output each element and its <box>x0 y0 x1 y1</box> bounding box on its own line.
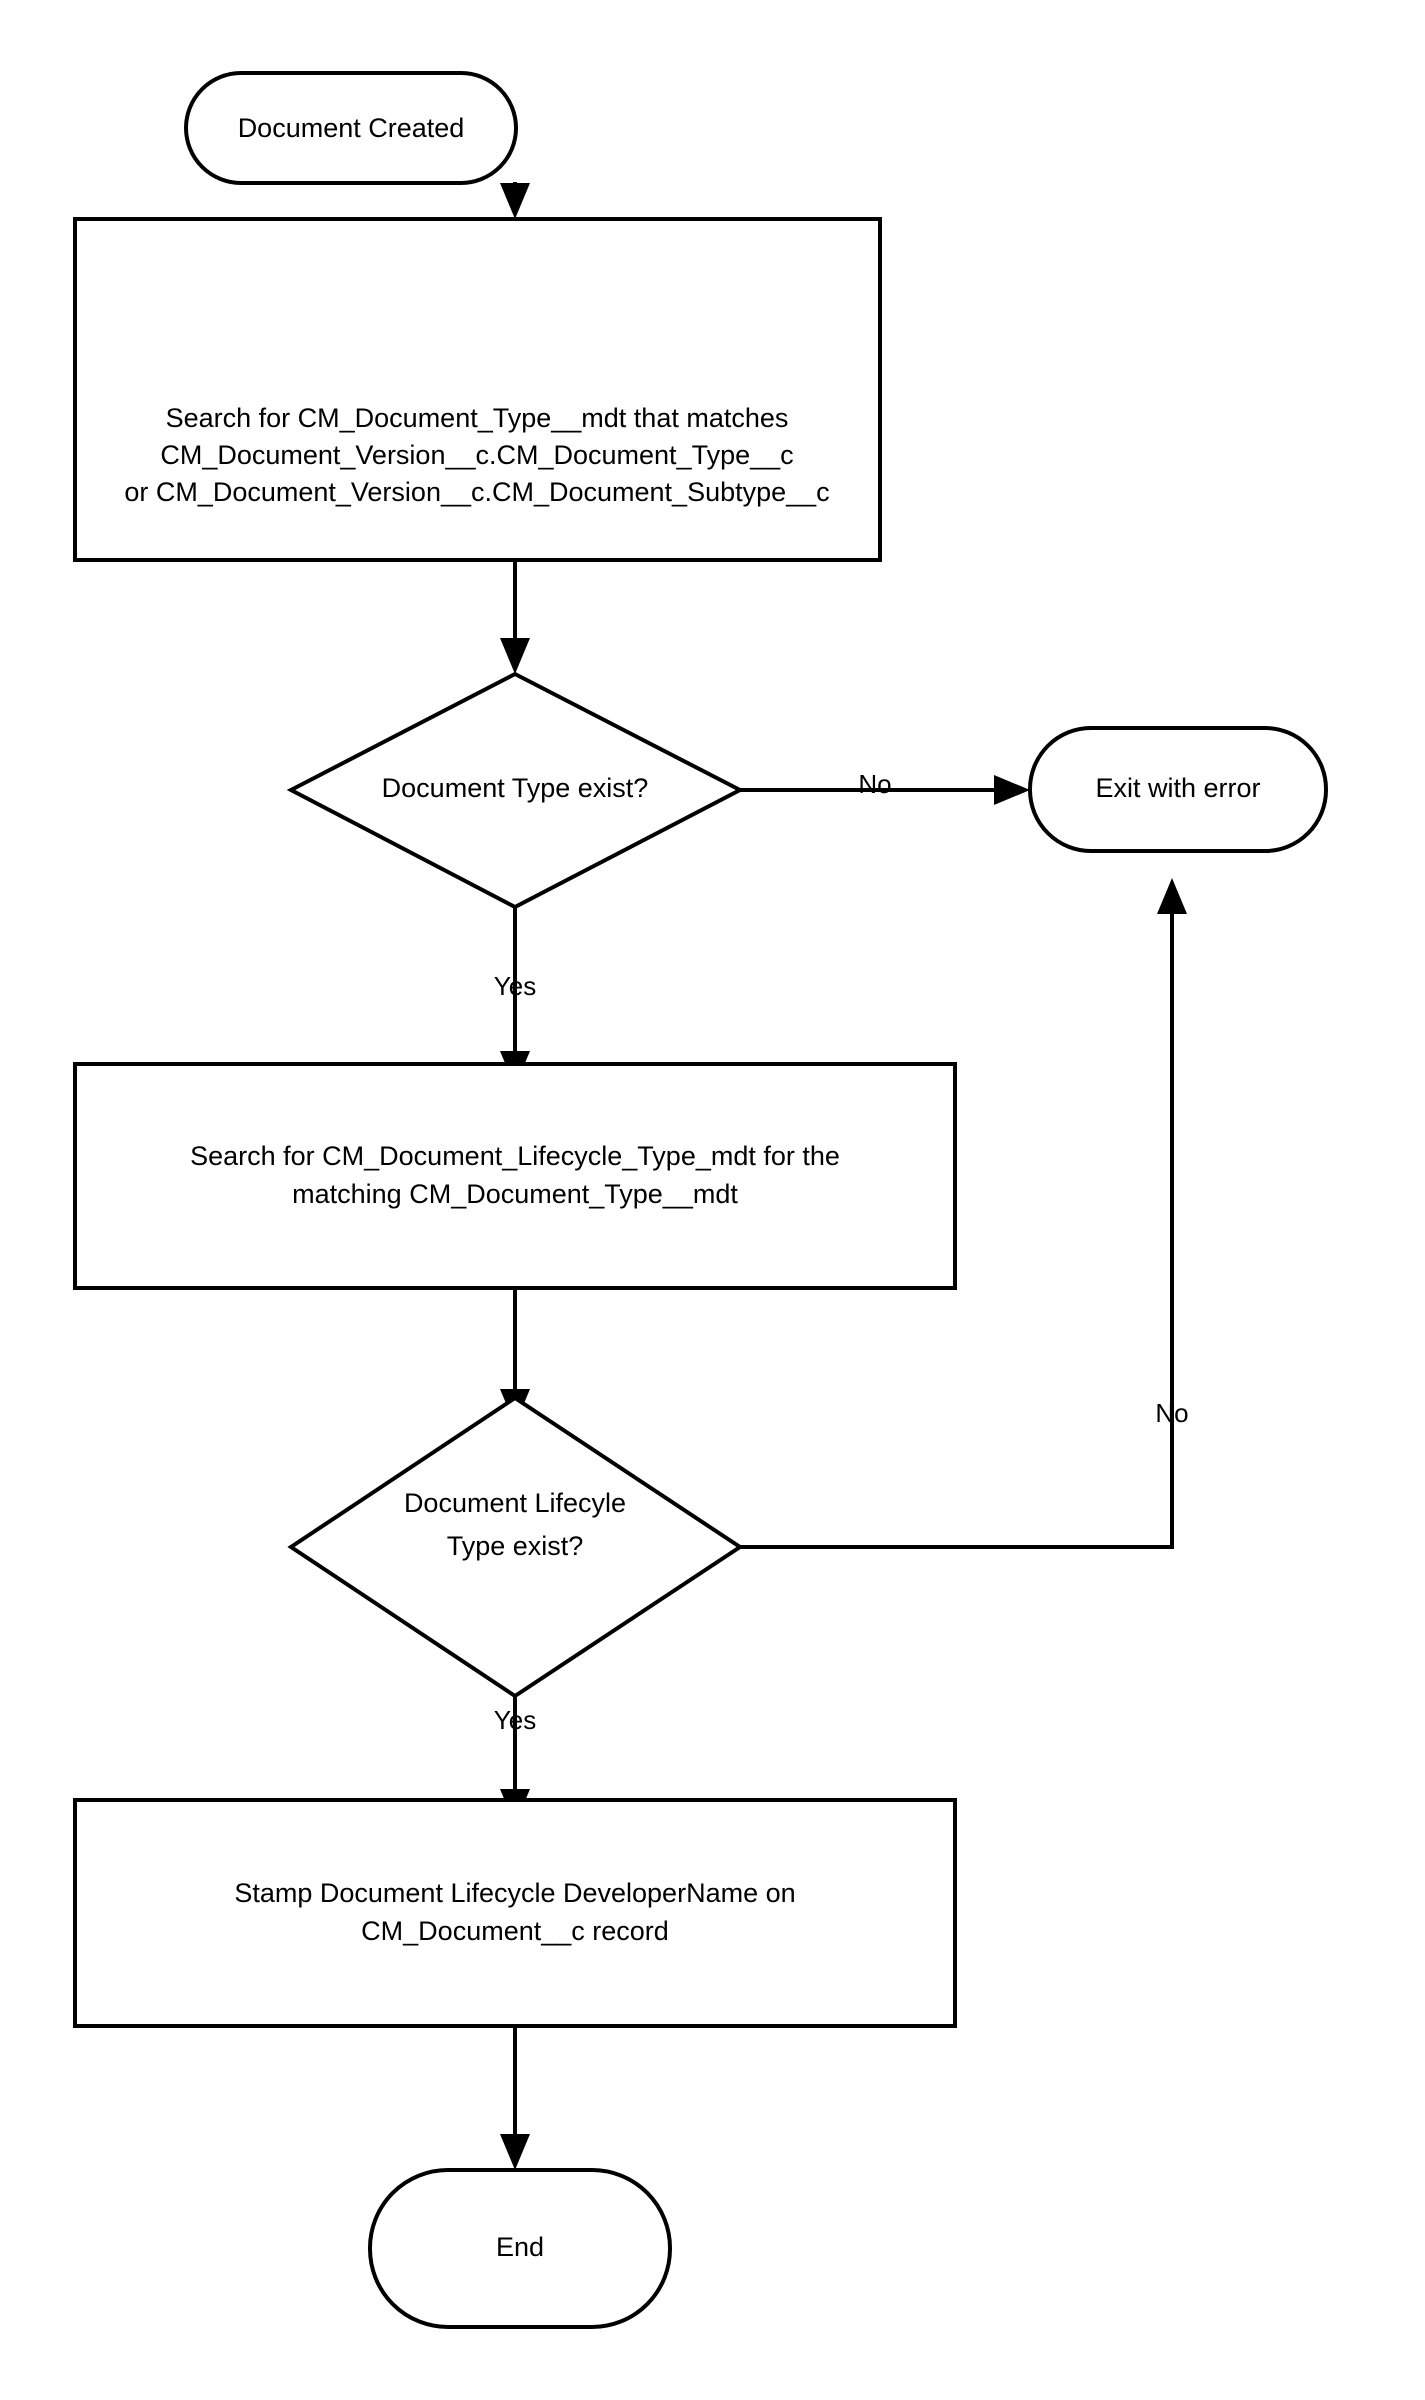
edge-start-to-search-doc-type <box>500 182 530 219</box>
exit-error-shape <box>1028 726 1328 853</box>
node-lifecycle-type-exists[interactable]: Document Lifecyle Type exist? <box>287 1395 744 1699</box>
start-shape <box>184 71 518 185</box>
stamp-lifecycle-shape <box>73 1798 957 2028</box>
search-lifecycle-type-label-line-2: matching CM_Document_Type__mdt <box>292 1179 738 1209</box>
edge-search-doc-type-to-doc-type-exists <box>500 560 530 674</box>
edge-label-yes-lifecycle-type: Yes <box>494 1705 536 1735</box>
edge-label-yes-doc-type: Yes <box>494 971 536 1001</box>
edge-label-no-doc-type: No <box>858 769 891 799</box>
lifecycle-type-exists-shape <box>287 1395 744 1699</box>
node-stamp-lifecycle[interactable]: Stamp Document Lifecycle DeveloperName o… <box>73 1798 957 2028</box>
search-lifecycle-type-shape <box>73 1062 957 1290</box>
stamp-lifecycle-label-line-2: CM_Document__c record <box>361 1916 669 1946</box>
arrow-head-icon <box>1157 878 1187 914</box>
node-search-lifecycle-type[interactable]: Search for CM_Document_Lifecycle_Type_md… <box>73 1062 957 1290</box>
search-doc-type-label-line-2: CM_Document_Version__c.CM_Document_Type_… <box>160 440 793 470</box>
arrow-head-icon <box>500 638 530 674</box>
lifecycle-type-exists-label-line-2: Type exist? <box>447 1531 584 1561</box>
edge-label-no-lifecycle-type: No <box>1155 1398 1188 1428</box>
start-label: Document Created <box>238 113 465 143</box>
search-doc-type-label-line-3: or CM_Document_Version__c.CM_Document_Su… <box>124 477 829 507</box>
edge-doc-type-exists-to-exit-error: No <box>740 769 1030 805</box>
doc-type-exists-shape <box>286 671 745 910</box>
node-search-doc-type[interactable]: Search for CM_Document_Type__mdt that ma… <box>73 217 882 562</box>
arrow-head-icon <box>500 2134 530 2170</box>
node-end[interactable]: End <box>368 2168 672 2329</box>
stamp-lifecycle-label-line-1: Stamp Document Lifecycle DeveloperName o… <box>234 1878 795 1908</box>
end-label: End <box>496 2232 544 2262</box>
doc-type-exists-label-line-1: Document Type exist? <box>382 773 649 803</box>
search-lifecycle-type-label-line-1: Search for CM_Document_Lifecycle_Type_md… <box>190 1141 840 1171</box>
exit-error-label: Exit with error <box>1095 773 1260 803</box>
end-shape <box>368 2168 672 2329</box>
node-exit-error[interactable]: Exit with error <box>1028 726 1328 853</box>
edge-doc-type-exists-to-search-lifecycle-type: Yes <box>494 908 536 1087</box>
node-start[interactable]: Document Created <box>184 71 518 185</box>
node-doc-type-exists[interactable]: Document Type exist? <box>286 671 745 910</box>
search-doc-type-label-line-1: Search for CM_Document_Type__mdt that ma… <box>166 403 789 433</box>
lifecycle-type-exists-label-line-1: Document Lifecyle <box>404 1488 626 1518</box>
arrow-head-icon <box>500 183 530 219</box>
search-doc-type-shape <box>73 217 882 562</box>
arrow-head-icon <box>994 775 1030 805</box>
edge-stamp-lifecycle-to-end <box>500 2026 530 2170</box>
